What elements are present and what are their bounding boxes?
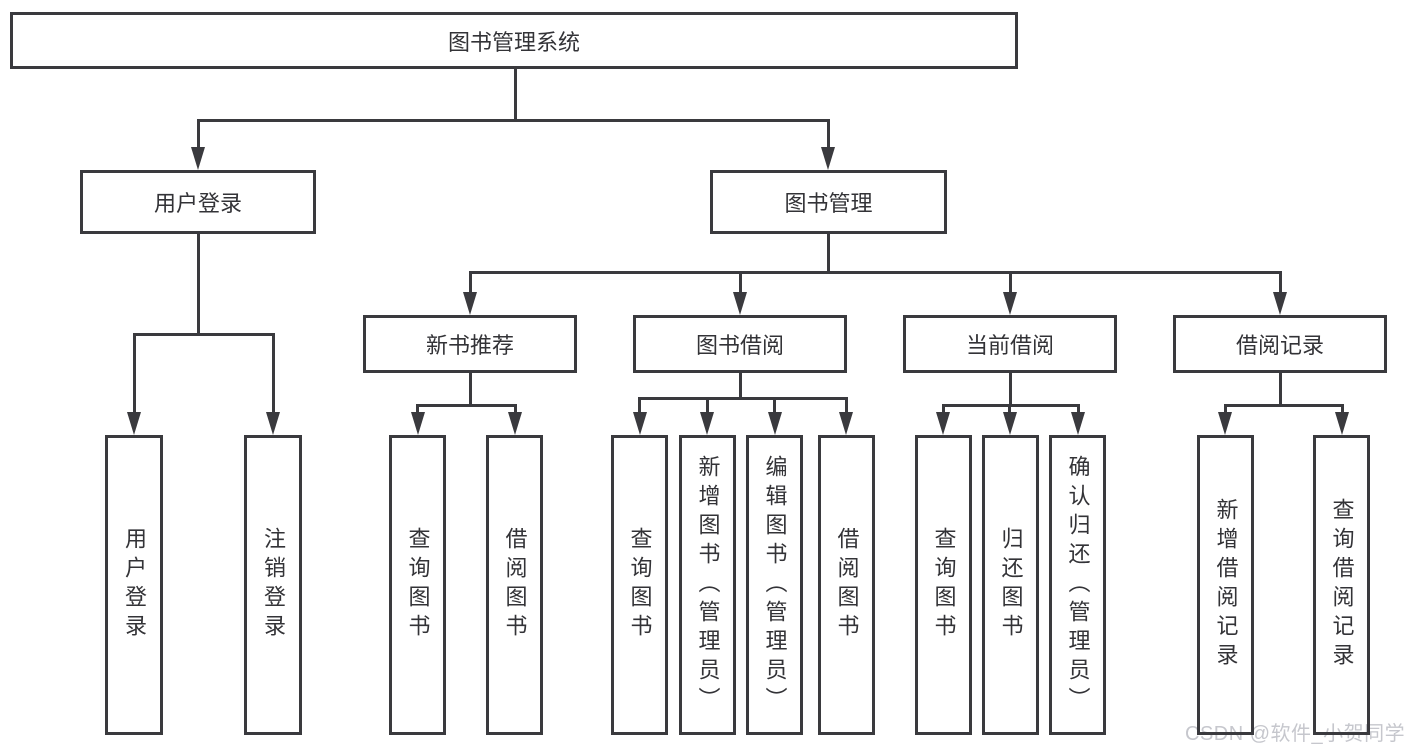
arrow-down-icon: [1335, 412, 1349, 435]
leaf-query-books: 查询图书: [611, 435, 668, 735]
arrow-down-icon: [266, 412, 280, 435]
connector-line: [1077, 404, 1080, 414]
leaf-user-login: 用户登录: [105, 435, 163, 735]
connector-line: [638, 397, 848, 400]
connector-line: [133, 333, 136, 413]
connector-line: [469, 271, 472, 295]
node-library-management-system: 图书管理系统: [10, 12, 1018, 69]
connector-line: [416, 404, 419, 414]
connector-line: [706, 397, 709, 414]
leaf-confirm-return-admin: 确认归还（管理员）: [1049, 435, 1106, 735]
leaf-add-borrow-record: 新增借阅记录: [1197, 435, 1254, 735]
connector-line: [942, 404, 1080, 407]
connector-line: [827, 234, 830, 274]
arrow-down-icon: [1003, 292, 1017, 315]
arrow-down-icon: [127, 412, 141, 435]
connector-line: [197, 234, 200, 336]
connector-line: [469, 271, 1282, 274]
leaf-query-books: 查询图书: [389, 435, 446, 735]
node-user-login: 用户登录: [80, 170, 316, 234]
connector-line: [739, 271, 742, 295]
node-book-management: 图书管理: [710, 170, 947, 234]
connector-line: [1224, 404, 1344, 407]
connector-line: [942, 404, 945, 414]
connector-line: [469, 373, 472, 407]
connector-line: [638, 397, 641, 414]
arrow-down-icon: [1218, 412, 1232, 435]
connector-line: [133, 333, 275, 336]
connector-line: [1008, 404, 1011, 414]
node-borrowing-records: 借阅记录: [1173, 315, 1387, 373]
connector-line: [416, 404, 517, 407]
connector-line: [514, 404, 517, 414]
arrow-down-icon: [700, 412, 714, 435]
connector-line: [1279, 373, 1282, 407]
connector-line: [272, 333, 275, 413]
watermark: CSDN @软件_小贺同学: [1185, 723, 1405, 745]
connector-line: [773, 397, 776, 414]
leaf-query-borrow-record: 查询借阅记录: [1313, 435, 1370, 735]
leaf-edit-book-admin: 编辑图书（管理员）: [746, 435, 803, 735]
node-new-book-recommendation: 新书推荐: [363, 315, 577, 373]
arrow-down-icon: [508, 412, 522, 435]
arrow-down-icon: [733, 292, 747, 315]
arrow-down-icon: [463, 292, 477, 315]
leaf-logout: 注销登录: [244, 435, 302, 735]
node-current-borrowing: 当前借阅: [903, 315, 1117, 373]
connector-line: [845, 397, 848, 414]
arrow-down-icon: [936, 412, 950, 435]
arrow-down-icon: [1071, 412, 1085, 435]
arrow-down-icon: [633, 412, 647, 435]
connector-line: [1279, 271, 1282, 295]
connector-line: [739, 373, 742, 400]
arrow-down-icon: [1003, 412, 1017, 435]
connector-line: [1341, 404, 1344, 414]
leaf-query-books: 查询图书: [915, 435, 972, 735]
arrow-down-icon: [821, 147, 835, 170]
arrow-down-icon: [191, 147, 205, 170]
connector-line: [197, 119, 830, 122]
connector-line: [1009, 271, 1012, 295]
connector-line: [197, 119, 200, 149]
leaf-borrow-books: 借阅图书: [486, 435, 543, 735]
arrow-down-icon: [839, 412, 853, 435]
leaf-return-books: 归还图书: [982, 435, 1039, 735]
connector-line: [514, 69, 517, 121]
connector-line: [827, 119, 830, 149]
arrow-down-icon: [1273, 292, 1287, 315]
connector-line: [1009, 373, 1012, 407]
leaf-borrow-books: 借阅图书: [818, 435, 875, 735]
leaf-add-book-admin: 新增图书（管理员）: [679, 435, 736, 735]
connector-line: [1224, 404, 1227, 414]
arrow-down-icon: [768, 412, 782, 435]
arrow-down-icon: [411, 412, 425, 435]
node-book-borrowing: 图书借阅: [633, 315, 847, 373]
